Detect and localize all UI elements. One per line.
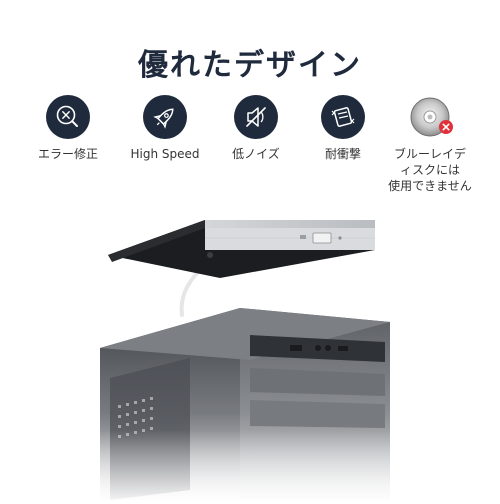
feature-no-bluray: ブルーレイデ ィスクには 使用できません (385, 95, 475, 194)
feature-label: 耐衝撃 (324, 147, 361, 161)
page-title: 優れたデザイン (138, 48, 362, 83)
feature-high-speed: High Speed (120, 95, 210, 162)
no-bluray-disc-icon (408, 95, 453, 139)
feature-label: 低ノイズ (232, 147, 280, 161)
feature-shock-proof: 耐衝撃 (298, 95, 388, 162)
feature-error-correction: エラー修正 (23, 95, 113, 162)
feature-label-line: ィスクには (399, 163, 460, 177)
product-photo (0, 200, 500, 500)
feature-label: High Speed (130, 147, 200, 161)
shock-proof-icon (321, 95, 365, 139)
feature-low-noise: 低ノイズ (211, 95, 301, 162)
search-x-icon (46, 95, 90, 139)
feature-row: エラー修正 High Speed 低ノイズ (0, 95, 500, 195)
mute-speaker-icon (234, 95, 278, 139)
rocket-icon (143, 95, 187, 139)
feature-label: ブルーレイデ ィスクには 使用できません (385, 146, 475, 194)
feature-label-line: 使用できません (388, 179, 472, 193)
feature-label-line: ブルーレイデ (393, 147, 466, 161)
feature-label: エラー修正 (37, 147, 98, 161)
dvd-drive-on-pc-illustration (0, 220, 500, 500)
